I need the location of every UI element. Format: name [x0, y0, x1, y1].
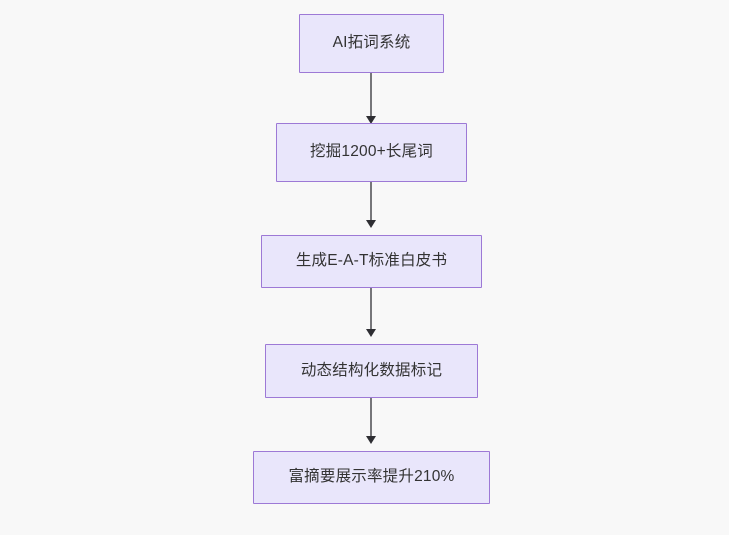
connector-line — [369, 182, 373, 220]
connector-line — [369, 398, 373, 436]
flow-node-label: 动态结构化数据标记 — [300, 361, 443, 379]
flow-node-label: 富摘要展示率提升210% — [288, 468, 455, 486]
connector-line — [369, 288, 373, 329]
flow-node-label: AI拓词系统 — [332, 34, 411, 52]
flow-node-generate-eat-whitepaper[interactable]: 生成E-A-T标准白皮书 — [261, 235, 482, 288]
flow-node-label: 生成E-A-T标准白皮书 — [295, 252, 448, 270]
arrowhead-icon — [365, 116, 376, 124]
flow-node-rich-snippet-impression-uplift[interactable]: 富摘要展示率提升210% — [253, 451, 490, 504]
flow-node-ai-keyword-system[interactable]: AI拓词系统 — [299, 14, 444, 73]
flow-node-label: 挖掘1200+长尾词 — [309, 143, 434, 161]
arrowhead-icon — [365, 220, 376, 228]
arrowhead-icon — [365, 436, 376, 444]
arrowhead-icon — [365, 329, 376, 337]
flow-node-dynamic-structured-data-markup[interactable]: 动态结构化数据标记 — [265, 344, 478, 398]
flow-node-mine-longtail-keywords[interactable]: 挖掘1200+长尾词 — [276, 123, 467, 182]
connector-line — [369, 73, 373, 116]
